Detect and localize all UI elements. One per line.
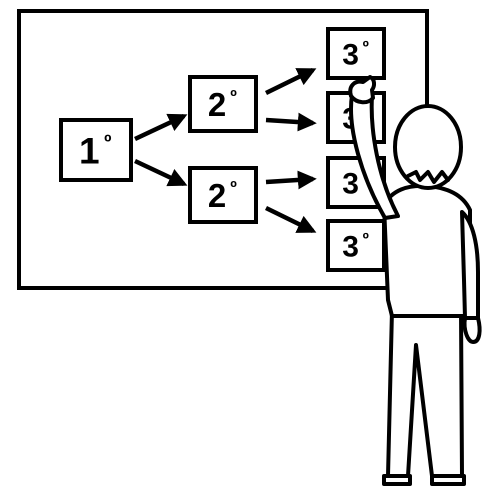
person-right-hand	[462, 316, 482, 344]
arrow-level-2-bottom-to-level-3-d	[265, 205, 317, 234]
box-ordinal: º	[363, 229, 369, 248]
box-frame	[188, 166, 258, 224]
box-ordinal: º	[230, 178, 237, 198]
arrow-group	[134, 67, 317, 234]
box-ordinal: º	[104, 132, 111, 154]
arrow-level-1-to-level-2-top	[134, 113, 188, 142]
box-number: 3	[342, 38, 359, 71]
person-hair-line	[406, 170, 450, 184]
box-frame	[188, 75, 258, 133]
box-frame	[326, 27, 386, 80]
box-ordinal: º	[363, 37, 369, 56]
person-torso	[382, 183, 472, 318]
person-right-shoe	[430, 474, 466, 486]
person-figure	[348, 75, 482, 486]
person-left-shoe	[382, 474, 412, 486]
box-number: 3	[342, 167, 359, 200]
box-number: 1	[79, 130, 100, 171]
person-raised-arm	[349, 93, 400, 220]
box-ordinal: º	[230, 87, 237, 107]
person-head	[393, 104, 463, 190]
box-number: 3	[342, 230, 359, 263]
box-frame	[59, 118, 133, 182]
box-number: 2	[208, 86, 226, 123]
arrow-level-2-top-to-level-3-b	[265, 112, 317, 132]
person-trousers	[386, 308, 464, 478]
person-right-arm	[460, 210, 480, 320]
arrow-level-1-to-level-2-bottom	[134, 158, 188, 187]
person-raised-hand	[348, 75, 377, 105]
arrow-level-2-top-to-level-3-a	[265, 67, 317, 96]
box-number: 2	[208, 177, 226, 214]
arrow-level-2-bottom-to-level-3-c	[265, 170, 317, 190]
